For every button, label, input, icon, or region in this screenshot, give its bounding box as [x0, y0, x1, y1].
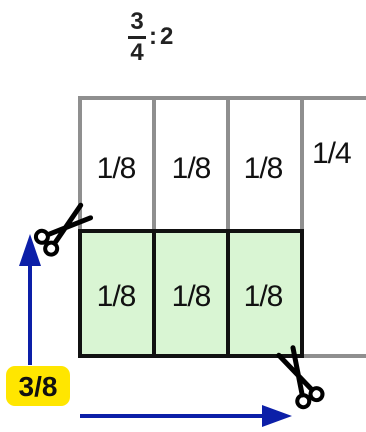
quarter-cell-label: 1/4: [312, 137, 351, 170]
top-cell-3: [226, 96, 304, 233]
result-badge-bg: [6, 366, 70, 406]
divisor: 2: [160, 23, 174, 50]
fraction-numerator: 3: [130, 7, 144, 35]
bottom-cell-2: [152, 229, 230, 358]
top-row: [78, 96, 366, 358]
fraction-denominator: 4: [130, 38, 144, 66]
bottom-cell-1-label: 1/8: [97, 280, 136, 313]
bottom-cell-1: [78, 229, 156, 358]
arrow-up-icon: [19, 234, 41, 365]
bottom-cell-2-label: 1/8: [172, 280, 211, 313]
arrow-right-icon: [80, 405, 292, 427]
division-operator: :: [149, 23, 157, 50]
bottom-cell-3: [226, 229, 304, 358]
fraction-bar: [128, 35, 146, 39]
bottom-cell-3-label: 1/8: [244, 280, 283, 313]
fraction-three-quarters: 3 4: [128, 7, 146, 66]
top-cell-1-label: 1/8: [97, 152, 136, 185]
bottom-row: [78, 229, 304, 358]
result-label: 3/8: [19, 371, 58, 402]
result-badge: 3/8: [6, 366, 70, 406]
division-expression: 3 4 : 2: [128, 4, 173, 70]
top-cell-3-label: 1/8: [244, 152, 283, 185]
scissors-icon: [276, 345, 325, 410]
scissors-icon: [33, 202, 94, 257]
top-cell-2-label: 1/8: [172, 152, 211, 185]
